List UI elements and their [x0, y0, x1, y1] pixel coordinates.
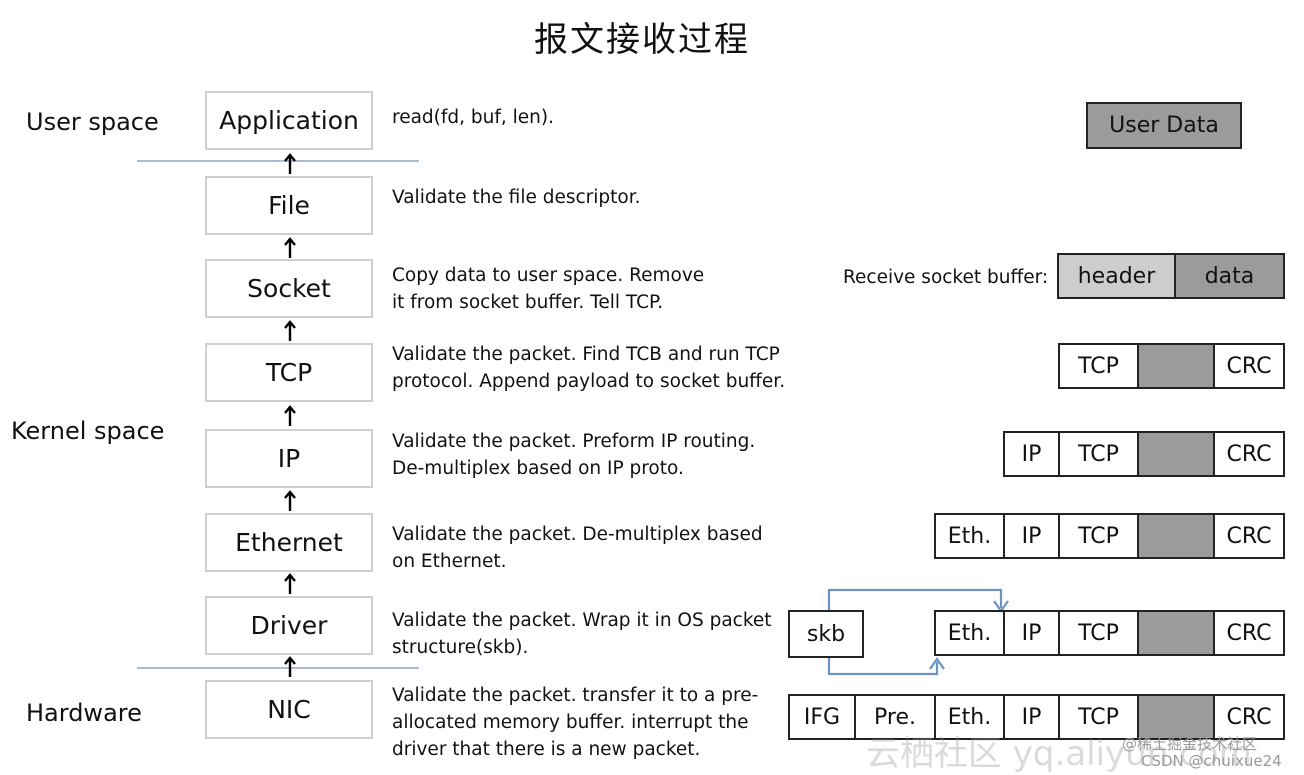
desc-socket: Copy data to user space. Remove it from … — [392, 262, 704, 316]
arrow-up-icon — [284, 405, 296, 426]
layer-ip-box: IP — [205, 429, 373, 488]
desc-line: on Ethernet. — [392, 551, 507, 572]
payload-cell — [1137, 610, 1215, 656]
crc-cell: CRC — [1213, 343, 1285, 389]
desc-line: driver that there is a new packet. — [392, 739, 701, 760]
tcp-header-cell: TCP — [1058, 513, 1139, 559]
desc-line: allocated memory buffer. interrupt the — [392, 712, 749, 733]
user-kernel-separator — [137, 160, 419, 162]
ip-header-cell: IP — [1003, 694, 1060, 740]
skb-pointer-arrows — [827, 588, 1009, 676]
kernel-space-label: Kernel space — [11, 417, 165, 445]
crc-cell: CRC — [1213, 513, 1285, 559]
ip-header-cell: IP — [1003, 513, 1060, 559]
socket-buffer-header-cell: header — [1057, 253, 1176, 299]
crc-cell: CRC — [1213, 694, 1285, 740]
preamble-cell: Pre. — [854, 694, 936, 740]
desc-line: Validate the packet. Find TCB and run TC… — [392, 344, 780, 365]
layer-application-box: Application — [205, 91, 373, 150]
crc-cell: CRC — [1213, 431, 1285, 477]
desc-line: Validate the packet. Preform IP routing. — [392, 431, 756, 452]
desc-nic: Validate the packet. transfer it to a pr… — [392, 682, 758, 763]
desc-ethernet: Validate the packet. De-multiplex based … — [392, 521, 763, 575]
eth-header-cell: Eth. — [934, 513, 1005, 559]
desc-line: De-multiplex based on IP proto. — [392, 458, 684, 479]
desc-line: Copy data to user space. Remove — [392, 265, 705, 286]
payload-cell — [1137, 343, 1215, 389]
eth-header-cell: Eth. — [934, 694, 1005, 740]
user-data-box: User Data — [1086, 102, 1242, 149]
desc-line: read(fd, buf, len). — [392, 107, 554, 128]
arrow-up-icon — [284, 490, 296, 511]
ip-header-cell: IP — [1003, 610, 1060, 656]
payload-cell — [1137, 694, 1215, 740]
desc-line: structure(skb). — [392, 637, 529, 658]
desc-line: Validate the packet. Wrap it in OS packe… — [392, 610, 772, 631]
desc-file: Validate the file descriptor. — [392, 184, 641, 211]
desc-ip: Validate the packet. Preform IP routing.… — [392, 428, 755, 482]
desc-line: protocol. Append payload to socket buffe… — [392, 371, 786, 392]
arrow-up-icon — [284, 656, 296, 677]
tcp-header-cell: TCP — [1058, 431, 1139, 477]
arrow-up-icon — [284, 237, 296, 258]
tcp-header-cell: TCP — [1058, 610, 1139, 656]
desc-line: Validate the packet. De-multiplex based — [392, 524, 763, 545]
ip-header-cell: IP — [1003, 431, 1060, 477]
socket-buffer-data-cell: data — [1174, 253, 1285, 299]
desc-application: read(fd, buf, len). — [392, 104, 554, 131]
yq-watermark: 云栖社区 yq.aliyun.com — [866, 734, 1252, 774]
kernel-hardware-separator — [137, 667, 419, 669]
socket-buffer-label: Receive socket buffer: — [843, 267, 1049, 288]
ifg-cell: IFG — [788, 694, 856, 740]
juejin-watermark: @稀土掘金技术社区 — [1122, 735, 1258, 753]
layer-ethernet-box: Ethernet — [205, 513, 373, 572]
hardware-label: Hardware — [26, 699, 142, 727]
layer-driver-box: Driver — [205, 596, 373, 655]
csdn-watermark: CSDN @chuixue24 — [1141, 752, 1282, 770]
diagram-title: 报文接收过程 — [534, 20, 750, 60]
layer-socket-box: Socket — [205, 259, 373, 318]
skb-box: skb — [788, 610, 864, 658]
arrow-up-icon — [284, 153, 296, 174]
payload-cell — [1137, 431, 1215, 477]
payload-cell — [1137, 513, 1215, 559]
tcp-header-cell: TCP — [1058, 343, 1139, 389]
arrow-up-icon — [284, 573, 296, 594]
crc-cell: CRC — [1213, 610, 1285, 656]
arrow-up-icon — [284, 320, 296, 341]
desc-line: Validate the packet. transfer it to a pr… — [392, 685, 759, 706]
desc-tcp: Validate the packet. Find TCB and run TC… — [392, 341, 785, 395]
user-space-label: User space — [26, 108, 159, 136]
layer-tcp-box: TCP — [205, 343, 373, 402]
desc-driver: Validate the packet. Wrap it in OS packe… — [392, 607, 772, 661]
eth-header-cell: Eth. — [934, 610, 1005, 656]
desc-line: it from socket buffer. Tell TCP. — [392, 292, 664, 313]
desc-line: Validate the file descriptor. — [392, 187, 641, 208]
layer-nic-box: NIC — [205, 680, 373, 739]
tcp-header-cell: TCP — [1058, 694, 1139, 740]
layer-file-box: File — [205, 176, 373, 235]
